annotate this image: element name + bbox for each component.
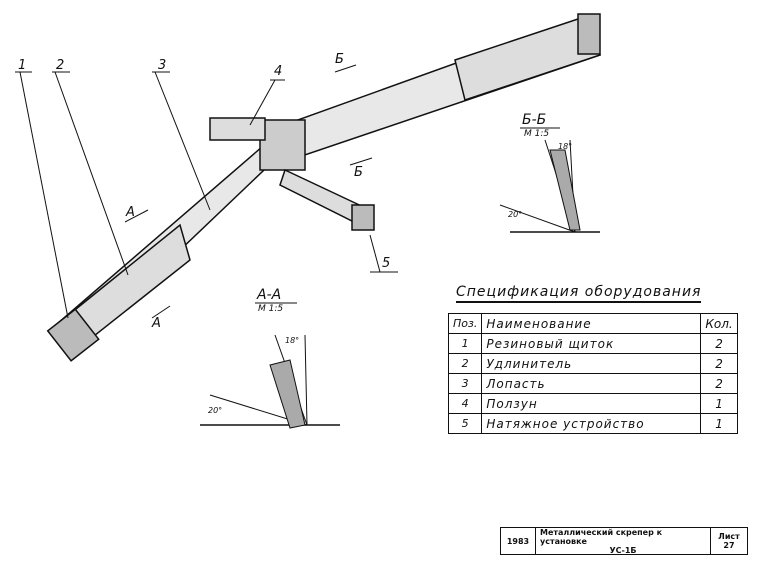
title-block-model: УС-1Б [609, 545, 637, 555]
row-qty: 2 [700, 373, 738, 394]
specification-title: Спецификация оборудования [456, 284, 702, 303]
callout-4: 4 [274, 64, 283, 79]
section-mark-b-top: Б [335, 52, 344, 67]
callout-3: 3 [158, 58, 167, 73]
slider [259, 119, 306, 171]
row-pos: 5 [447, 413, 483, 434]
row-pos: 4 [447, 393, 483, 414]
title-block-sheet-number: 27 [723, 541, 735, 550]
section-bb-scale: М 1:5 [524, 129, 550, 139]
row-qty: 2 [700, 353, 738, 374]
section-bb-title: Б-Б [522, 112, 547, 128]
section-mark-b-bottom: Б [354, 165, 363, 180]
header-qty: Кол. [700, 313, 738, 334]
title-block-sheet-label: Лист [718, 532, 740, 541]
section-aa-angle-top: 18° [285, 336, 300, 345]
callout-2: 2 [56, 58, 65, 73]
table-header-row: Поз. Наименование Кол. [447, 313, 738, 334]
title-block-title-cell: Металлический скрепер к установке УС-1Б [536, 527, 711, 555]
row-name: Ползун [481, 393, 702, 414]
title-block-title: Металлический скрепер к установке [540, 527, 663, 546]
row-qty: 1 [700, 413, 738, 434]
rubber-shield-right [577, 13, 601, 55]
row-qty: 2 [700, 333, 738, 354]
section-aa-scale: М 1:5 [258, 304, 284, 314]
section-bb-angle-bottom: 20° [508, 210, 523, 219]
title-block: 1983 Металлический скрепер к установке У… [500, 527, 748, 555]
right-extender [454, 14, 601, 101]
section-bb-angle-top: 18° [558, 142, 573, 151]
row-pos: 1 [447, 333, 483, 354]
row-pos: 2 [447, 353, 483, 374]
row-qty: 1 [700, 393, 738, 414]
header-name: Наименование [481, 313, 702, 334]
section-mark-a-top: А [126, 205, 135, 220]
row-name: Лопасть [481, 373, 702, 394]
title-block-sheet-cell: Лист 27 [711, 528, 747, 554]
row-pos: 3 [447, 373, 483, 394]
rubber-shield-left [46, 308, 100, 362]
title-block-year: 1983 [501, 528, 536, 554]
row-name: Резиновый щиток [481, 333, 702, 354]
row-name: Натяжное устройство [481, 413, 702, 434]
section-aa-title: А-А [257, 287, 282, 303]
header-pos: Поз. [447, 313, 483, 334]
callout-1: 1 [18, 58, 27, 73]
row-name: Удлинитель [481, 353, 702, 374]
callout-5: 5 [382, 256, 391, 271]
section-aa-angle-bottom: 20° [208, 406, 223, 415]
section-mark-a-bottom: А [152, 316, 161, 331]
